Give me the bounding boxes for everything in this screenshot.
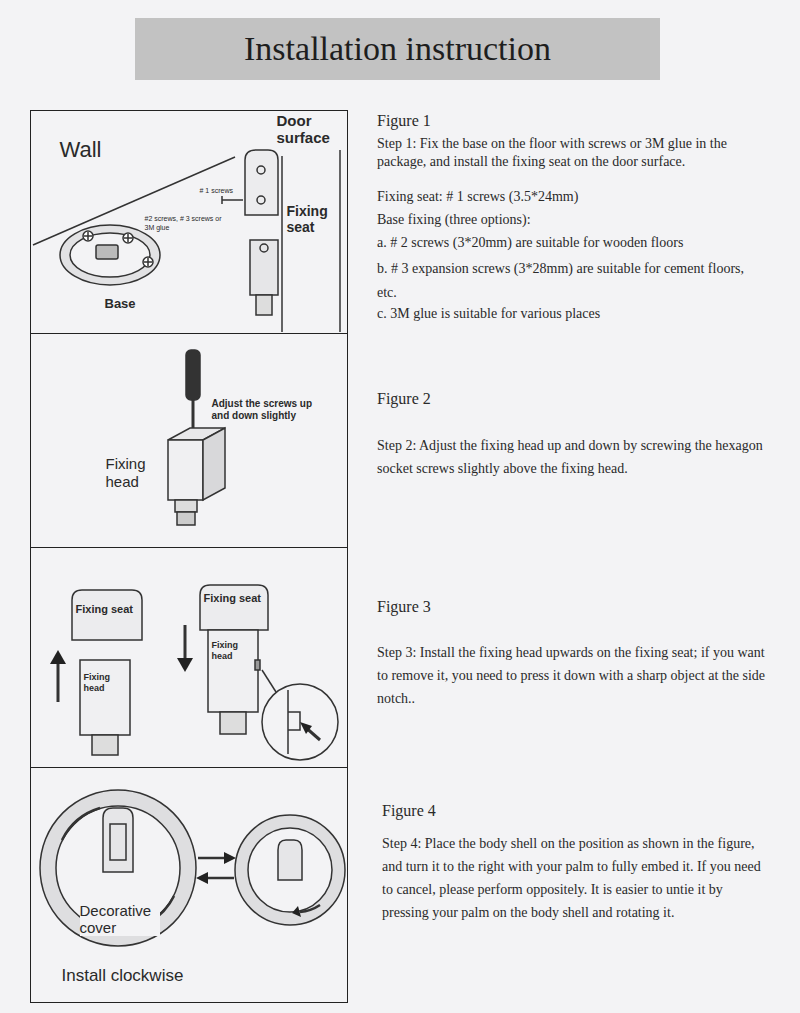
- figure-4-drawing: [40, 790, 345, 946]
- part-label: Wall: [60, 138, 102, 162]
- part-label: Fixing head: [106, 455, 162, 491]
- title-banner: Installation instruction: [135, 18, 660, 80]
- part-label: #2 screws, # 3 screws or 3M glue: [145, 214, 225, 232]
- figure-3-drawing: [50, 585, 338, 760]
- part-label: Install clockwise: [62, 966, 184, 986]
- figure-panel: Decorative coverInstall clockwise: [30, 767, 348, 1003]
- page-title: Installation instruction: [244, 30, 551, 68]
- figure-heading: Figure 4: [382, 801, 782, 821]
- instruction-text: a. # 2 screws (3*20mm) are suitable for …: [377, 234, 767, 252]
- part-label: Base: [105, 296, 136, 311]
- instruction-text: c. 3M glue is suitable for various place…: [377, 305, 767, 323]
- part-label: Adjust the screws up and down slightly: [212, 398, 324, 422]
- instruction-text: Step 3: Install the fixing head upwards …: [377, 641, 777, 710]
- figure-panel: Wall Door surface #2 screws, # 3 screws or…: [30, 110, 348, 334]
- figure-heading: Figure 2: [377, 389, 777, 409]
- instruction-text: Base fixing (three options):: [377, 211, 767, 229]
- instruction-text: Fixing seat: # 1 screws (3.5*24mm): [377, 188, 767, 206]
- part-label: Fixing seat: [204, 592, 264, 605]
- part-label: Door surface: [277, 112, 339, 146]
- part-label: Fixing seat: [287, 203, 331, 235]
- part-label: Fixing seat: [76, 603, 138, 616]
- instruction-text: Step 4: Place the body shell on the posi…: [382, 832, 767, 924]
- instruction-text: Step 1: Fix the base on the floor with s…: [377, 135, 767, 170]
- figure-panel: Adjust the screws up and down slightlyFi…: [30, 333, 348, 548]
- part-label: Fixing head: [212, 640, 254, 662]
- figure-heading: Figure 3: [377, 597, 777, 617]
- instruction-text: Step 2: Adjust the fixing head up and do…: [377, 434, 777, 480]
- instruction-text: b. # 3 expansion screws (3*28mm) are sui…: [377, 257, 747, 305]
- figure-2-drawing: [168, 350, 225, 525]
- part-label: Fixing head: [84, 672, 126, 694]
- part-label: # 1 screws: [200, 186, 242, 195]
- figure-panel: Fixing seatFixing head Fixing seatFixing …: [30, 547, 348, 768]
- part-label: Decorative cover: [80, 902, 160, 936]
- figure-1-drawing: [33, 150, 340, 332]
- figure-heading: Figure 1: [377, 111, 777, 131]
